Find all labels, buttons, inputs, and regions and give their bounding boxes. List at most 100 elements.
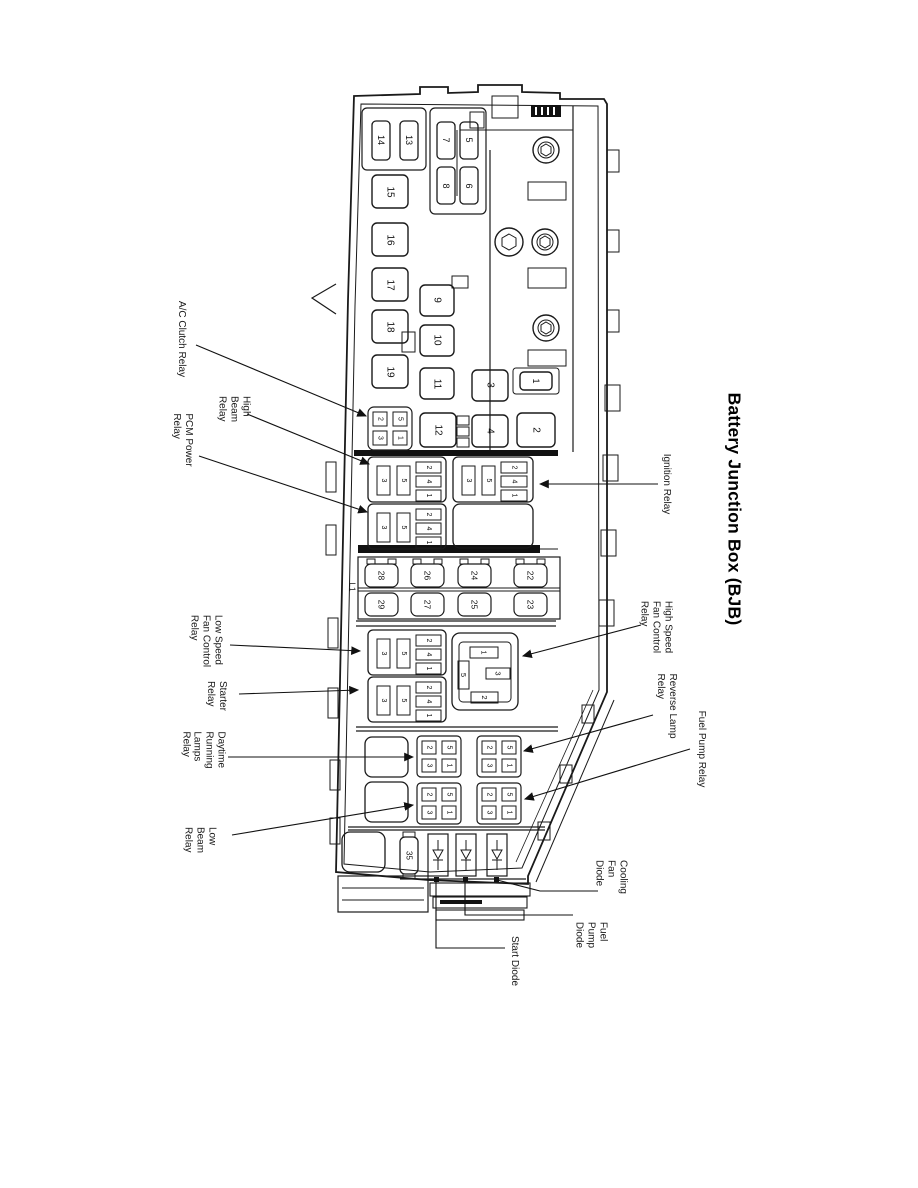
svg-text:11: 11: [432, 379, 443, 390]
relay-high-beam: 3 5 2 4 1: [367, 456, 447, 503]
callout-leader-lines: [195, 344, 691, 949]
svg-text:1: 1: [506, 764, 513, 768]
page-title: Battery Junction Box (BJB): [724, 392, 745, 626]
leader-low-beam: [231, 802, 415, 836]
fuse-strip-l1: L1 28 26 24 22 29 27 25 23: [348, 556, 561, 620]
callout-reverse-lamp-relay: Reverse Lamp Relay: [655, 673, 678, 739]
svg-text:3: 3: [380, 699, 387, 703]
svg-text:2: 2: [511, 466, 518, 470]
cooling-fan-diode-icon: [427, 833, 449, 877]
svg-text:3: 3: [465, 479, 472, 483]
bottom-bracket: [337, 875, 531, 921]
fuse-8: 8: [436, 166, 456, 205]
svg-text:2: 2: [486, 746, 493, 750]
fuse-number: 14: [376, 135, 386, 145]
svg-text:5: 5: [506, 793, 513, 797]
svg-text:5: 5: [397, 417, 404, 421]
bolt-boss-icon: [494, 227, 524, 257]
svg-text:5: 5: [400, 526, 407, 530]
svg-text:2: 2: [426, 746, 433, 750]
svg-text:25: 25: [470, 600, 480, 610]
svg-text:2: 2: [426, 793, 433, 797]
svg-text:3: 3: [380, 479, 387, 483]
svg-text:1: 1: [480, 650, 489, 654]
callout-ac-clutch-relay: A/C Clutch Relay: [175, 300, 187, 378]
svg-text:22: 22: [526, 571, 536, 581]
leader-starter: [238, 685, 360, 695]
start-diode-icon: [486, 833, 508, 877]
fuse-14: 14: [371, 120, 391, 161]
svg-text:5: 5: [485, 479, 492, 483]
leader-fuel-pump-relay: [523, 748, 691, 801]
svg-text:3: 3: [485, 382, 496, 388]
svg-text:10: 10: [432, 334, 443, 346]
leader-pcm-power: [198, 455, 369, 514]
fuse-number: 6: [464, 183, 474, 188]
svg-text:3: 3: [426, 811, 433, 815]
screw-boss-panel: [460, 95, 574, 452]
relay-low-speed-fan: 3 5 2 4 1: [367, 629, 447, 676]
fuse-4: 4: [471, 414, 509, 448]
empty-socket: [341, 831, 386, 873]
svg-text:5: 5: [400, 699, 407, 703]
empty-relay-socket: [452, 503, 534, 549]
svg-text:2: 2: [425, 686, 432, 690]
bottom-relay-bank: 2 5 3 1 2 5 3 1 2 5 3 1 2 5: [364, 735, 522, 825]
svg-text:26: 26: [423, 571, 433, 581]
svg-text:1: 1: [531, 378, 541, 383]
svg-text:28: 28: [377, 571, 387, 581]
fuse-3: 3: [471, 369, 509, 402]
fuse-7: 7: [436, 121, 456, 160]
svg-text:4: 4: [485, 428, 496, 434]
svg-text:4: 4: [425, 700, 432, 704]
relay-fuel-pump: 2 5 3 1: [476, 782, 522, 825]
leader-ac-clutch: [195, 344, 368, 417]
fuse-2: 2: [516, 412, 556, 448]
svg-text:4: 4: [425, 527, 432, 531]
svg-text:12: 12: [433, 424, 444, 436]
fuse-17: 17: [371, 267, 409, 302]
svg-text:1: 1: [511, 494, 518, 498]
leader-low-speed-fan: [229, 644, 362, 655]
svg-text:2: 2: [377, 417, 384, 421]
svg-text:1: 1: [397, 436, 404, 440]
svg-text:1: 1: [425, 541, 432, 545]
relay-ac-clutch: 2 5 3 1: [367, 406, 413, 451]
svg-text:2: 2: [425, 466, 432, 470]
svg-text:5: 5: [446, 746, 453, 750]
svg-text:5: 5: [400, 652, 407, 656]
callout-low-beam-relay: Low Beam Relay: [183, 826, 218, 854]
svg-text:19: 19: [385, 366, 396, 378]
svg-text:3: 3: [494, 671, 503, 675]
strip-label: L1: [348, 583, 357, 592]
callout-low-speed-fan-relay: Low Speed Fan Control Relay: [189, 614, 224, 668]
fuse-19: 19: [371, 354, 409, 389]
leader-fuel-pump-diode: [464, 880, 573, 916]
svg-text:3: 3: [486, 764, 493, 768]
bolt-boss-icon: [531, 228, 559, 256]
svg-text:5: 5: [400, 479, 407, 483]
svg-text:1: 1: [425, 667, 432, 671]
svg-text:3: 3: [486, 811, 493, 815]
fuse-number: 5: [464, 137, 474, 142]
bolt-boss-icon: [532, 314, 560, 342]
top-fuse-cluster: 14 13 7 5 8 6: [361, 107, 487, 215]
strip-fuse-row-bottom: 29 27 25 23: [364, 592, 548, 617]
svg-text:1: 1: [425, 494, 432, 498]
relay-low-beam: 2 5 3 1: [416, 782, 462, 825]
leader-high-speed-fan: [521, 624, 642, 659]
callout-starter-relay: Starter Relay: [205, 680, 228, 712]
fuse-number: 8: [441, 183, 451, 188]
fuel-pump-diode-icon: [455, 833, 477, 877]
svg-text:35: 35: [405, 851, 414, 860]
svg-text:9: 9: [432, 297, 443, 303]
callout-cooling-fan-diode: Cooling Fan Diode: [594, 860, 629, 894]
callout-fuel-pump-diode: Fuel Pump Diode: [574, 921, 609, 949]
callout-high-speed-fan-relay: High Speed Fan Control Relay: [639, 600, 674, 654]
callout-fuel-pump-relay: Fuel Pump Relay: [695, 710, 707, 788]
svg-text:1: 1: [425, 714, 432, 718]
leader-reverse-lamp: [522, 714, 654, 753]
fuse-16: 16: [371, 222, 409, 257]
